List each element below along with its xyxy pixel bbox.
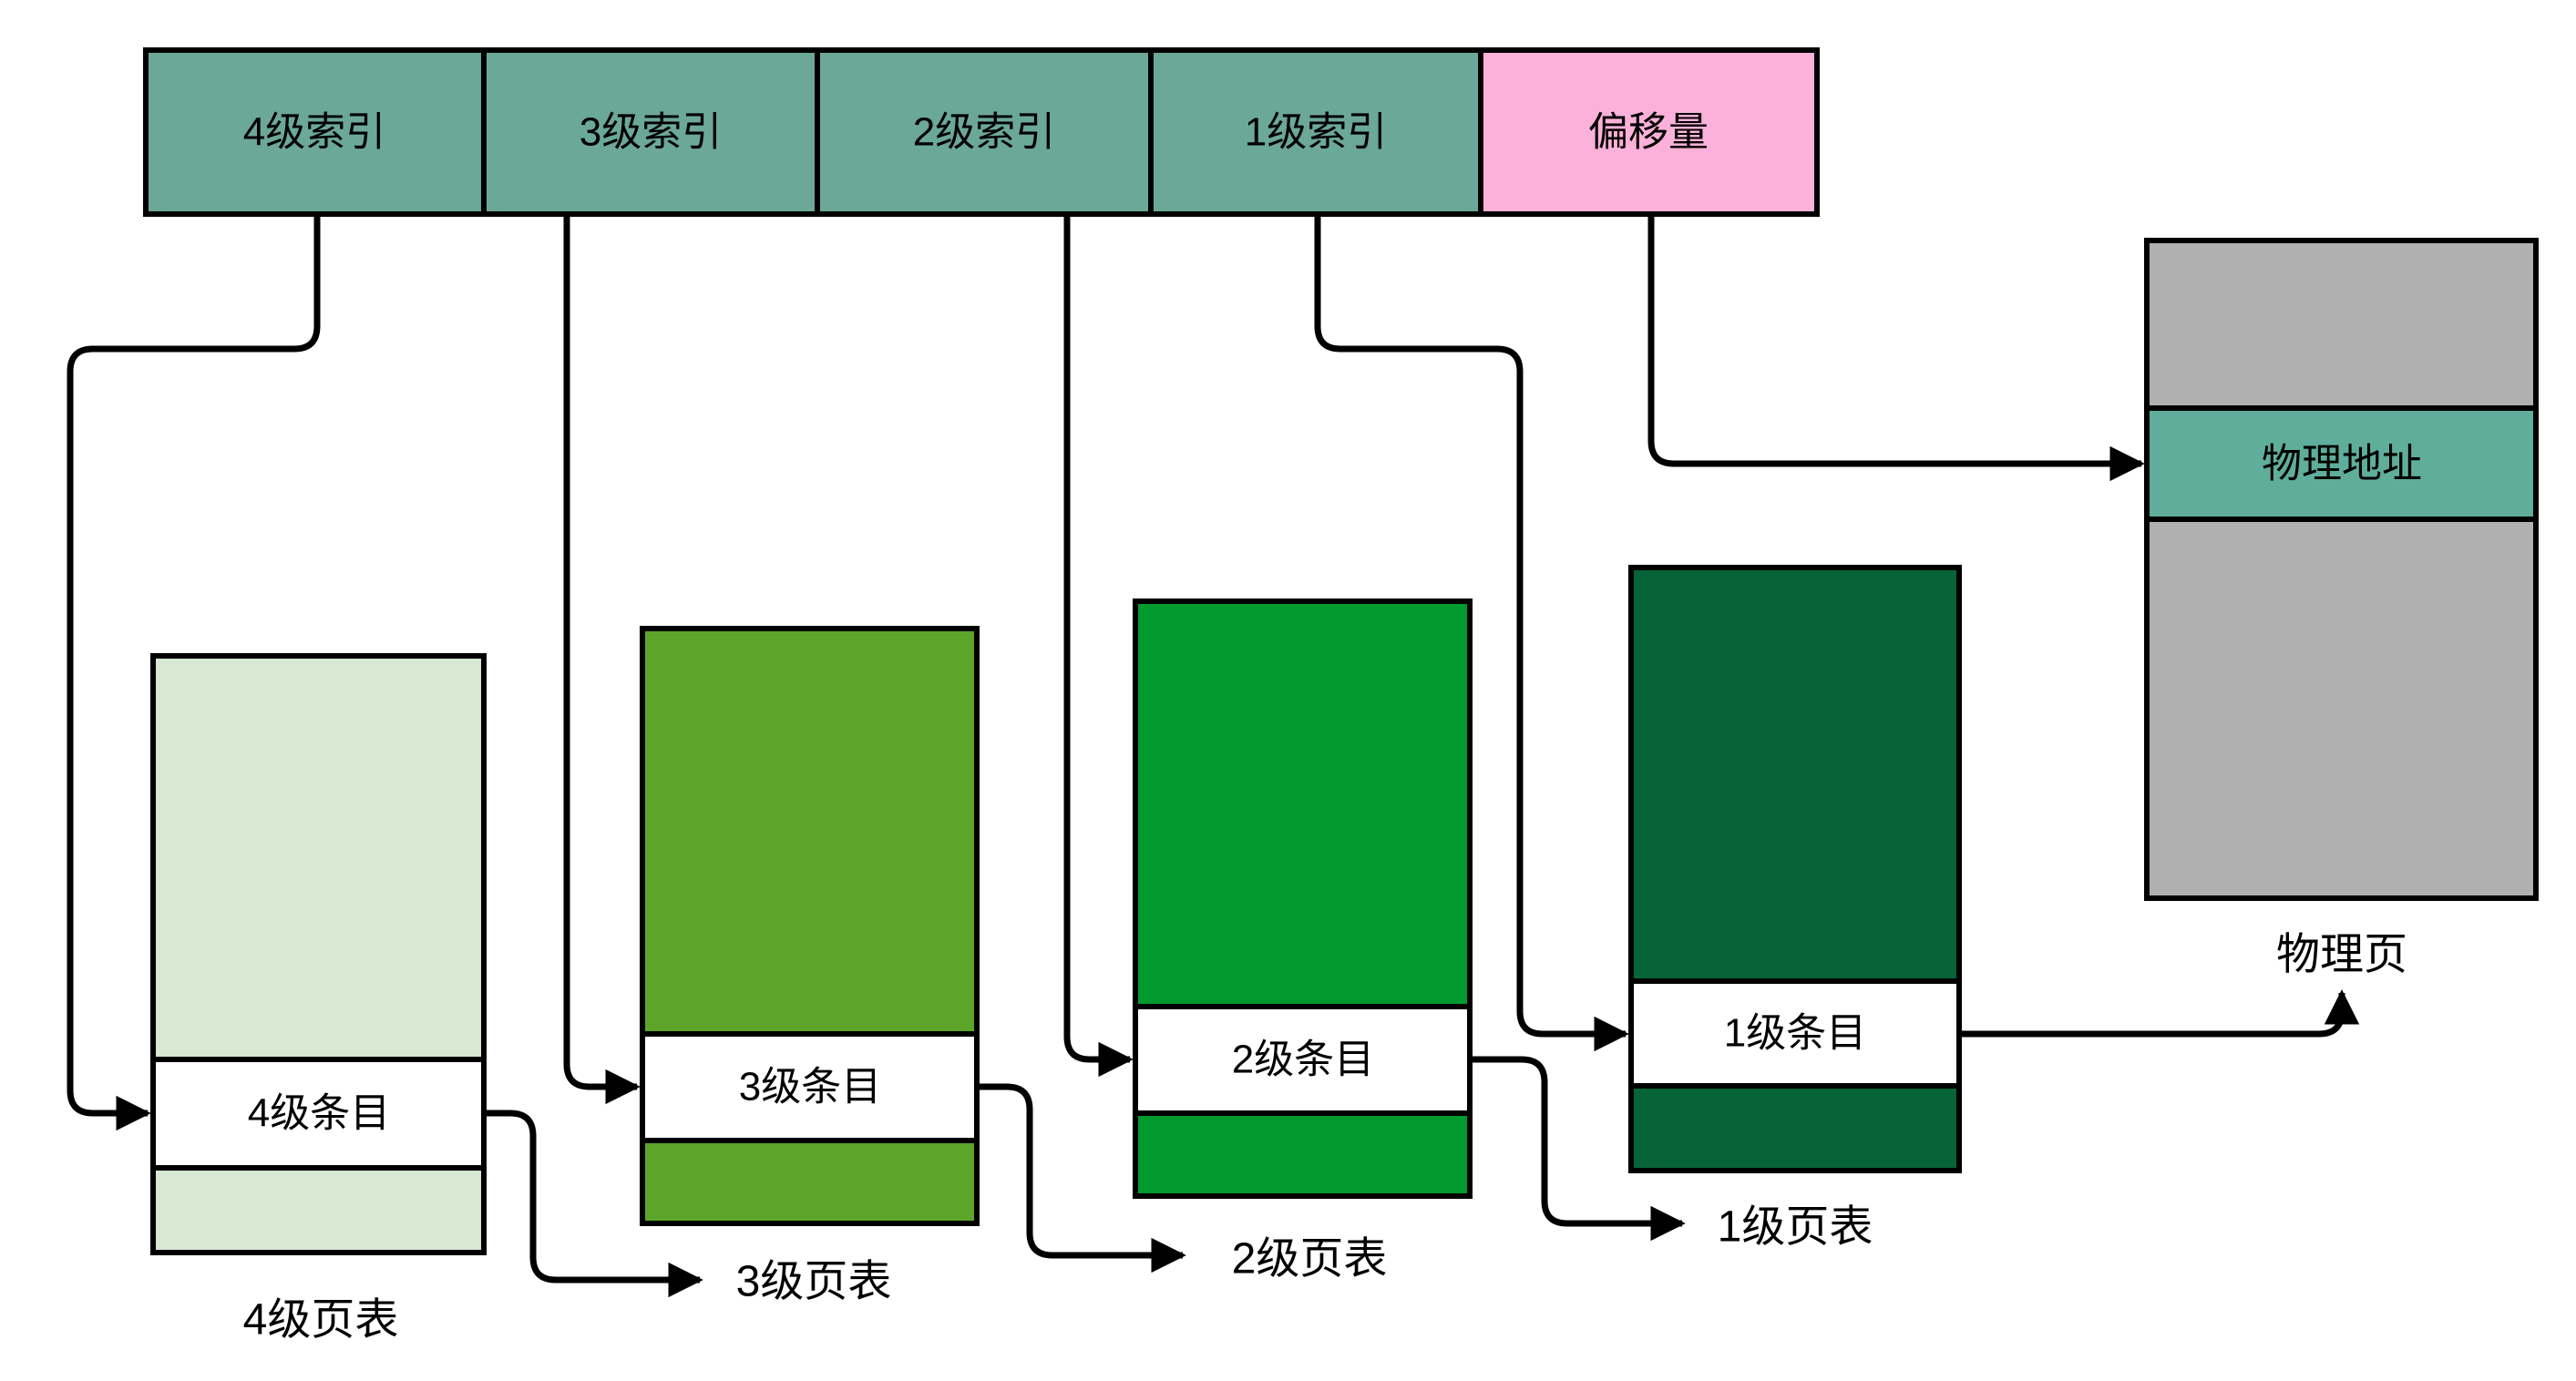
field-index2-box (815, 47, 1154, 217)
page-table-level2: 2级条目 2级页表 (1133, 598, 1473, 1284)
page-table-level3: 3级条目 3级页表 (640, 626, 980, 1306)
field-index3-label: 3级索引 (580, 110, 722, 155)
entry-level1-band (1628, 978, 1962, 1089)
field-index3-box (481, 47, 820, 217)
arrow-entry1-to-physical-page (1959, 989, 2360, 1038)
arrow-entry2-to-table1 (1470, 1056, 1686, 1242)
field-index4-box (143, 47, 487, 217)
entry-level3-label: 3级条目 (739, 1065, 881, 1110)
arrow-index2-to-entry2 (1063, 214, 1134, 1078)
arrow-entry3-to-table2 (977, 1083, 1186, 1274)
physical-page-caption: 物理页 (2276, 931, 2407, 979)
physical-page-box (2144, 238, 2539, 901)
page-table-level1-caption: 1级页表 (1718, 1203, 1873, 1252)
virtual-address-row: 4级索引 3级索引 2级索引 1级索引 偏移量 (143, 47, 1820, 217)
physical-address-band (2144, 405, 2539, 522)
page-table-level2-caption: 2级页表 (1232, 1235, 1388, 1284)
page-table-level3-caption: 3级页表 (736, 1258, 892, 1306)
arrow-offset-to-physical-address (1647, 214, 2145, 482)
page-table-level1: 1级条目 1级页表 (1628, 565, 1962, 1252)
arrow-entry4-to-table3 (484, 1110, 703, 1298)
entry-level2-band (1133, 1004, 1473, 1116)
entry-level3-band (640, 1031, 980, 1143)
field-index1-label: 1级索引 (1245, 110, 1387, 155)
arrow-index3-to-entry3 (563, 214, 641, 1105)
page-table-level4: 4级条目 4级页表 (150, 653, 487, 1345)
page-table-level4-caption: 4级页表 (243, 1296, 399, 1345)
arrow-index1-to-entry1 (1314, 214, 1629, 1052)
physical-page: 物理地址 物理页 (2144, 238, 2539, 979)
entry-level4-band (150, 1057, 487, 1171)
field-offset-label: 偏移量 (1588, 110, 1709, 155)
field-index2-label: 2级索引 (913, 110, 1055, 155)
entry-level4-label: 4级条目 (248, 1091, 390, 1136)
physical-address-label: 物理地址 (2262, 442, 2422, 486)
arrow-index4-to-entry4 (67, 214, 321, 1131)
entry-level2-label: 2级条目 (1232, 1038, 1374, 1082)
entry-level1-label: 1级条目 (1724, 1011, 1866, 1056)
connectors (67, 214, 2360, 1298)
field-index4-label: 4级索引 (243, 110, 385, 155)
